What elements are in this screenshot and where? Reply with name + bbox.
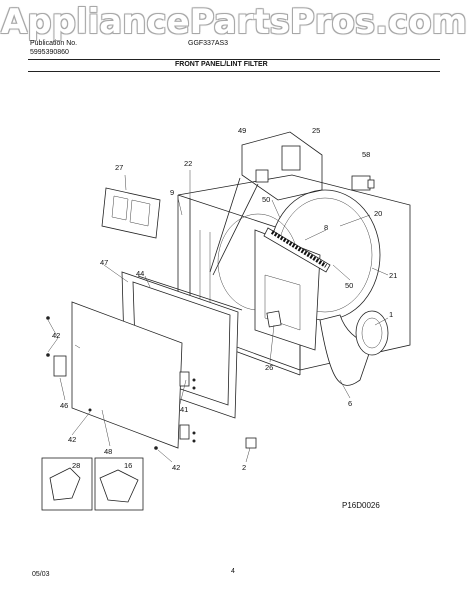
sensor-part [351,175,375,191]
watermark: AppliancePartsPros.com [0,2,467,42]
lint-filter [101,187,161,239]
detail-parts [41,457,144,511]
callout-42b: 42 [68,435,76,444]
header-rule-bottom [28,71,440,72]
diagram-id: P16D0026 [342,501,380,510]
callout-42c: 42 [172,463,180,472]
callout-2: 2 [242,463,246,472]
callout-25: 25 [312,126,320,135]
callout-28: 28 [72,461,80,470]
lint-screen-element [263,227,331,273]
front-panel-door [71,301,183,449]
callout-50b: 50 [345,281,353,290]
lint-filter-duct [254,229,321,351]
model-number: GGF337AS3 [188,40,229,47]
header-rule-top [28,59,440,60]
callout-41: 41 [180,405,188,414]
exhaust-duct [319,310,389,386]
callout-8: 8 [324,223,328,232]
screws [46,316,158,450]
callout-44: 44 [136,269,144,278]
callout-6: 6 [348,399,352,408]
callout-50a: 50 [262,195,270,204]
callout-16: 16 [124,461,132,470]
callout-48: 48 [104,447,112,456]
callout-26: 26 [265,363,273,372]
callout-58: 58 [362,150,370,159]
footer-date: 05/03 [32,571,50,578]
callout-47: 47 [100,258,108,267]
section-title: FRONT PANEL/LINT FILTER [175,61,268,68]
switch-detail [209,131,323,276]
callout-1: 1 [389,310,393,319]
callout-46: 46 [60,401,68,410]
callout-20: 20 [374,209,382,218]
callout-49: 49 [238,126,246,135]
publication-label: Publication No. [30,40,78,47]
door-latch [53,355,67,377]
callout-42a: 42 [52,331,60,340]
publication-number: 5995390860 [30,49,69,56]
leader-lines [47,170,389,463]
footer-page-number: 4 [231,568,235,575]
callout-9: 9 [170,188,174,197]
small-part-2 [245,437,257,449]
callout-21: 21 [389,271,397,280]
callout-22: 22 [184,159,192,168]
callout-labels: 49 25 58 27 22 9 50 20 8 47 44 21 50 42 … [52,126,397,472]
callout-27: 27 [115,163,123,172]
